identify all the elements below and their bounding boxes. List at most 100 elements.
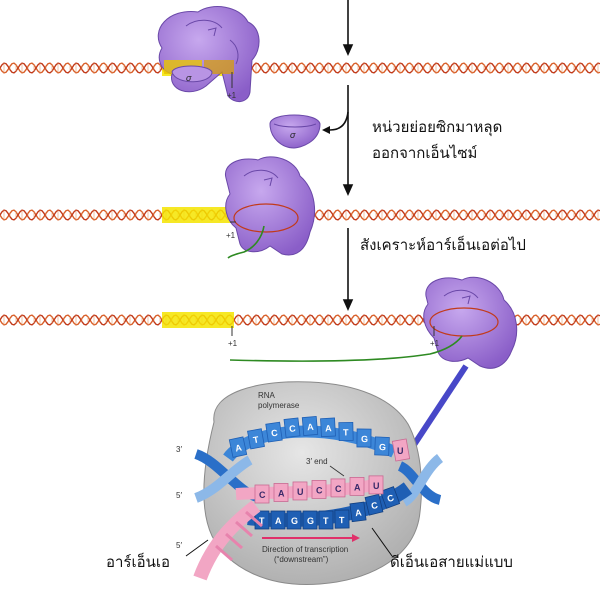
rna-strand-base-3: C <box>311 480 327 499</box>
template-strand-base-box <box>379 486 401 509</box>
rna-strand-base-box <box>368 475 384 495</box>
top-strand-base-8: G <box>374 436 390 456</box>
rna-strand-base-letter: A <box>354 482 361 492</box>
rna-strand-base-5: A <box>349 476 365 496</box>
template-strand-base-letter: T <box>339 515 345 525</box>
sigma-label-row-1: σ <box>186 73 192 83</box>
rna-polymerase-core-row-2: +1 <box>224 156 316 256</box>
top-strand-base-3: C <box>283 417 301 438</box>
top-strand-base-letter: G <box>361 434 368 444</box>
template-strand-base-1: A <box>270 510 286 530</box>
top-strand-base-box <box>265 421 283 443</box>
template-strand-base-4: T <box>318 510 334 530</box>
top-strand-base-letter: A <box>307 422 315 433</box>
template-strand-base-letter: G <box>307 516 314 526</box>
top-strand-base-letter: T <box>252 434 260 445</box>
template-strand-base-letter: T <box>323 516 329 526</box>
top-strand-base-box <box>283 417 301 438</box>
template-strand-base-letter: A <box>275 516 282 526</box>
rna-strand-base-letter: C <box>259 490 266 500</box>
rna-strand-base-letter: A <box>278 488 285 498</box>
dna-double-helix-row-1 <box>0 62 600 74</box>
three-prime-end-label: 3′ end <box>306 457 328 466</box>
rna-pointer-line <box>185 539 209 557</box>
top-strand-base-letter: G <box>379 442 386 452</box>
rna-transcript-row-2 <box>227 225 265 259</box>
top-strand-base-letter: A <box>325 423 333 433</box>
rna-transcript-row-3 <box>229 335 463 362</box>
top-strand-base-2: C <box>265 421 283 443</box>
continue-synthesis-caption: สังเคราะห์อาร์เอ็นเอต่อไป <box>360 236 526 254</box>
plus-one-label-row-2: +1 <box>226 231 236 240</box>
rna-strand-base-box <box>311 480 327 499</box>
top-strand-base-box <box>356 428 372 448</box>
template-strand-base-box <box>364 493 384 516</box>
top-strand-base-letter: C <box>289 423 297 434</box>
template-strand-base-letter: G <box>291 516 298 526</box>
template-strand-base-3: G <box>302 510 318 530</box>
direction-label-line-1: Direction of transcription <box>262 545 348 554</box>
template-strand-base-letter: C <box>370 500 379 511</box>
top-strand-base-letter: C <box>270 428 278 439</box>
template-strand-base-letter: C <box>386 492 396 504</box>
top-strand-base-letter: A <box>234 442 243 453</box>
rna-polymerase-label-line-2: polymerase <box>258 401 300 410</box>
top-strand-base-5: A <box>320 417 336 438</box>
promoter-highlight-row-3 <box>162 312 234 328</box>
top-strand-base-box <box>374 436 390 456</box>
top-strand-base-box <box>247 428 265 450</box>
rna-polymerase-holoenzyme: σ +1 <box>157 6 260 102</box>
five-prime-label-mid: 5′ <box>176 491 182 500</box>
five-prime-label-bottom: 5′ <box>176 541 182 550</box>
rna-strand-base-2: U <box>292 481 308 501</box>
rna-strand-base-4: C <box>330 478 346 498</box>
rna-strand-base-box <box>254 484 270 504</box>
three-prime-label-top: 3′ <box>176 445 182 454</box>
template-strand-base-box <box>286 510 302 530</box>
rna-strand-base-letter: C <box>335 484 342 494</box>
plus-one-label-row-3: +1 <box>228 339 238 348</box>
template-strand-base-8: C <box>379 486 401 509</box>
top-strand-base-1: T <box>247 428 265 450</box>
template-strand-base-letter: A <box>355 507 363 518</box>
sigma-subunit-bound <box>171 65 213 83</box>
dna-template-caption: ดีเอ็นเอสายแม่แบบ <box>390 553 513 571</box>
rna-strand-base-letter: U <box>373 481 380 491</box>
rna-strand-base-0: C <box>254 484 270 504</box>
rna-tail-base-label: U <box>397 446 404 456</box>
rna-polymerase-core-row-3: +1 <box>423 276 518 369</box>
template-strand-base-box <box>302 510 318 530</box>
top-strand-base-box <box>320 417 336 438</box>
rna-strand-base-letter: C <box>316 485 323 495</box>
top-strand-base-box <box>301 416 319 436</box>
direction-label-line-2: (“downstream”) <box>274 555 329 564</box>
template-strand-base-2: G <box>286 510 302 530</box>
template-strand-base-box <box>270 510 286 530</box>
sigma-subunit-released: σ <box>269 114 321 149</box>
top-strand-base-7: G <box>356 428 372 448</box>
top-strand-base-box <box>228 436 248 458</box>
top-strand-base-box <box>338 421 354 442</box>
rna-strand-base-box <box>273 483 289 502</box>
top-strand-base-0: A <box>228 436 248 458</box>
rna-polymerase-label-line-1: RNA <box>258 391 276 400</box>
sigma-release-arrowhead <box>322 126 330 134</box>
template-strand-base-box <box>318 510 334 530</box>
plus-one-label-row-1: +1 <box>227 91 237 100</box>
template-strand-base-letter: T <box>259 516 265 526</box>
rna-strand-base-1: A <box>273 483 289 502</box>
rna-strand-base-box <box>292 481 308 501</box>
process-arrows <box>342 0 354 311</box>
sigma-release-caption-line-1: หน่วยย่อยซิกมาหลุด <box>372 118 503 136</box>
rna-strand-base-box <box>330 478 346 498</box>
sigma-release-caption-line-2: ออกจากเอ็นไซม์ <box>372 144 478 162</box>
rna-exit-strand <box>193 500 261 581</box>
top-strand-base-letter: T <box>343 427 349 437</box>
rna-strand-base-letter: U <box>297 487 304 497</box>
template-strand-base-6: A <box>349 501 367 523</box>
template-strand-base-5: T <box>334 509 350 529</box>
